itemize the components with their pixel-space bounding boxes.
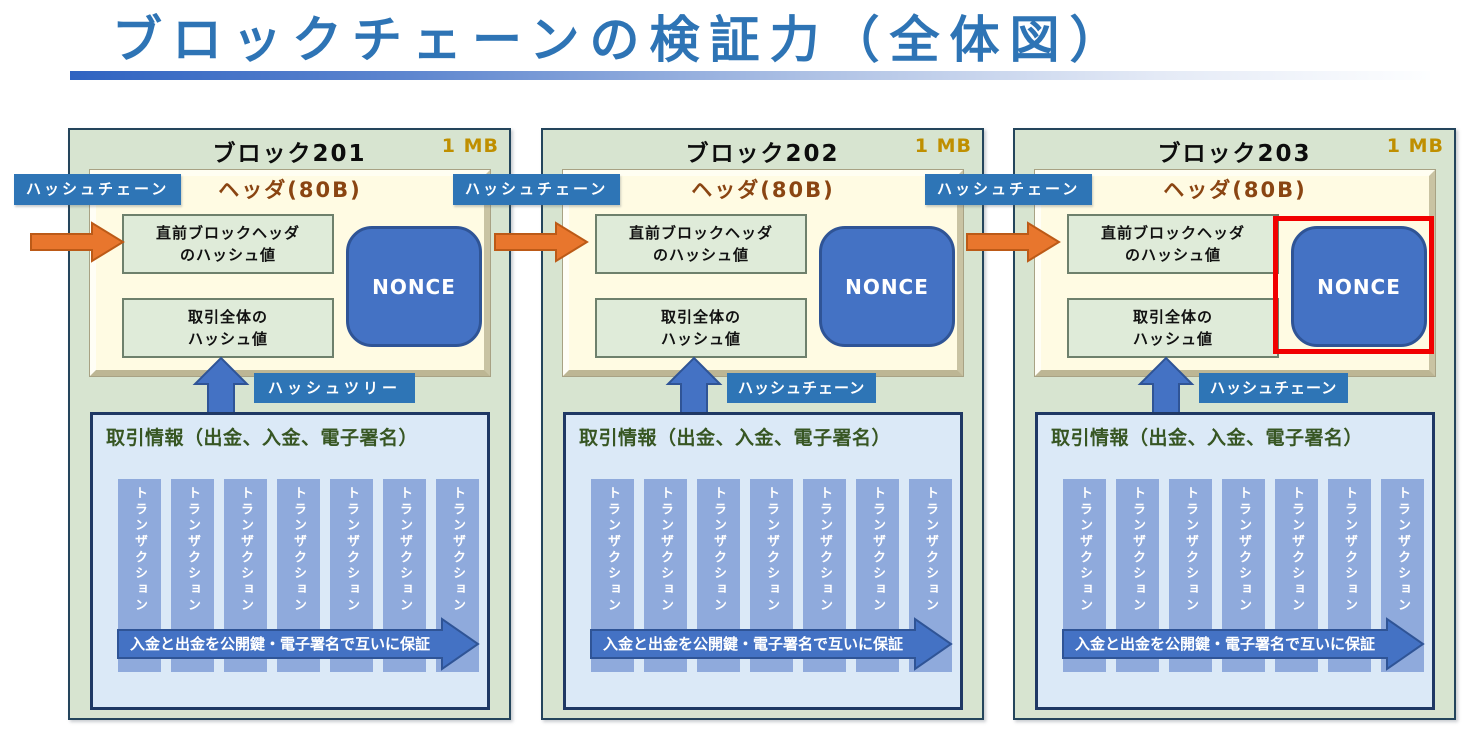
hash-chain-arrow-icon: [494, 221, 589, 263]
block-size-label: 1 MB: [1386, 135, 1444, 157]
header-label: ヘッダ(80B): [218, 178, 362, 202]
tx-hash-box: 取引全体の ハッシュ値: [1067, 298, 1279, 358]
hash-chain-label: ハッシュチェーン: [453, 174, 621, 205]
block-title: ブロック201: [212, 141, 367, 167]
tx-info-box: 取引情報（出金、入金、電子署名） トランザクション トランザクション トランザク…: [90, 412, 490, 710]
prev-hash-box: 直前ブロックヘッダ のハッシュ値: [595, 214, 807, 274]
tx-info-title: 取引情報（出金、入金、電子署名）: [106, 427, 419, 449]
block-title: ブロック202: [685, 141, 840, 167]
hash-tree-up-arrow-icon: [1137, 356, 1195, 415]
tx-hash-line1: 取引全体の: [187, 307, 268, 326]
nonce-highlight-frame: [1273, 216, 1434, 354]
guarantee-label: 入金と出金を公開鍵・電子署名で互いに保証: [129, 635, 430, 653]
hash-chain-label: ハッシュチェーン: [1199, 373, 1349, 403]
hash-chain-arrow-icon: [30, 221, 125, 263]
block-202: ブロック202 1 MB ヘッダ(80B) 直前ブロックヘッダ のハッシュ値 取…: [541, 128, 984, 720]
prev-hash-line1: 直前ブロックヘッダ: [1100, 223, 1245, 242]
tx-hash-line1: 取引全体の: [1132, 307, 1213, 326]
hash-chain-arrow-icon: [966, 221, 1061, 263]
tx-hash-line1: 取引全体の: [660, 307, 741, 326]
hash-tree-label: ハッシュツリー: [254, 373, 416, 403]
block-title: ブロック203: [1157, 141, 1312, 167]
tx-info-box: 取引情報（出金、入金、電子署名） トランザクション トランザクション トランザク…: [1035, 412, 1435, 710]
prev-hash-line2: のハッシュ値: [652, 246, 749, 264]
prev-hash-line1: 直前ブロックヘッダ: [155, 223, 300, 242]
nonce-box: NONCE: [819, 226, 955, 347]
guarantee-arrow-icon: [1062, 617, 1425, 671]
guarantee-label: 入金と出金を公開鍵・電子署名で互いに保証: [1074, 635, 1375, 653]
block-203: ブロック203 1 MB ヘッダ(80B) 直前ブロックヘッダ のハッシュ値 取…: [1013, 128, 1456, 720]
tx-hash-line2: ハッシュ値: [1132, 330, 1213, 348]
prev-hash-line1: 直前ブロックヘッダ: [628, 223, 773, 242]
hash-chain-label: ハッシュチェーン: [14, 174, 182, 205]
header-label: ヘッダ(80B): [1163, 178, 1307, 202]
nonce-box: NONCE: [346, 226, 482, 347]
tx-info-box: 取引情報（出金、入金、電子署名） トランザクション トランザクション トランザク…: [563, 412, 963, 710]
tx-hash-box: 取引全体の ハッシュ値: [122, 298, 334, 358]
hash-tree-up-arrow-icon: [192, 356, 250, 415]
prev-hash-line2: のハッシュ値: [1124, 246, 1221, 264]
tx-hash-line2: ハッシュ値: [660, 330, 741, 348]
page-title: ブロックチェーンの検証力（全体図）: [112, 11, 1130, 69]
block-size-label: 1 MB: [441, 135, 499, 157]
prev-hash-line2: のハッシュ値: [179, 246, 276, 264]
hash-chain-label: ハッシュチェーン: [727, 373, 877, 403]
guarantee-arrow-icon: [117, 617, 480, 671]
tx-info-title: 取引情報（出金、入金、電子署名）: [1051, 427, 1364, 449]
header-label: ヘッダ(80B): [691, 178, 835, 202]
prev-hash-box: 直前ブロックヘッダ のハッシュ値: [1067, 214, 1279, 274]
nonce-box: NONCE: [1291, 226, 1427, 347]
block-size-label: 1 MB: [914, 135, 972, 157]
tx-hash-line2: ハッシュ値: [187, 330, 268, 348]
guarantee-arrow-icon: [590, 617, 953, 671]
hash-chain-label: ハッシュチェーン: [925, 174, 1093, 205]
block-201: ブロック201 1 MB ヘッダ(80B) 直前ブロックヘッダ のハッシュ値 取…: [68, 128, 511, 720]
tx-hash-box: 取引全体の ハッシュ値: [595, 298, 807, 358]
tx-info-title: 取引情報（出金、入金、電子署名）: [579, 427, 892, 449]
hash-tree-up-arrow-icon: [665, 356, 723, 415]
title-underline: [70, 71, 1430, 80]
prev-hash-box: 直前ブロックヘッダ のハッシュ値: [122, 214, 334, 274]
guarantee-label: 入金と出金を公開鍵・電子署名で互いに保証: [602, 635, 903, 653]
